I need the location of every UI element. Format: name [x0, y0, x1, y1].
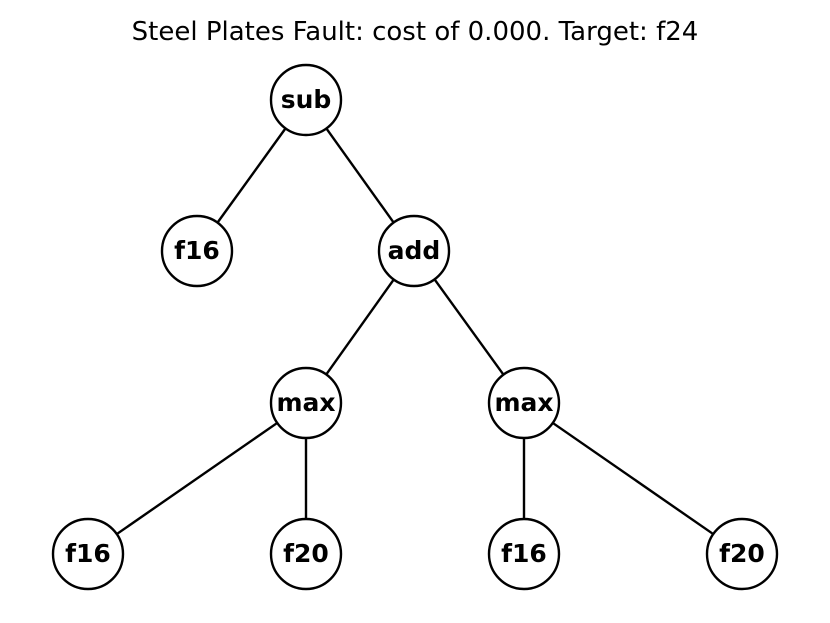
node-circle	[487, 517, 561, 591]
figure-title: Steel Plates Fault: cost of 0.000. Targe…	[131, 17, 699, 47]
tree-edge	[433, 278, 505, 376]
node-circle	[160, 214, 234, 288]
node-circle	[269, 63, 343, 137]
node-label: f16	[501, 539, 547, 568]
node-label: f16	[174, 236, 220, 265]
node-circle	[51, 517, 125, 591]
tree-edge	[325, 278, 395, 376]
node-label: max	[494, 388, 553, 417]
node-label: add	[388, 236, 441, 265]
tree-edge	[216, 127, 287, 224]
node-label: f20	[719, 539, 765, 568]
edges-group	[116, 127, 714, 536]
node-circle	[269, 517, 343, 591]
tree-edge	[116, 421, 278, 536]
tree-node[interactable]: f20	[705, 517, 779, 591]
node-label: max	[276, 388, 335, 417]
tree-node[interactable]: add	[377, 214, 451, 288]
tree-edge	[552, 421, 714, 536]
node-label: sub	[281, 85, 332, 114]
node-circle	[269, 366, 343, 440]
tree-node[interactable]: max	[269, 366, 343, 440]
tree-node[interactable]: f16	[487, 517, 561, 591]
node-circle	[705, 517, 779, 591]
tree-node[interactable]: max	[487, 366, 561, 440]
node-label: f20	[283, 539, 329, 568]
node-circle	[487, 366, 561, 440]
tree-node[interactable]: f20	[269, 517, 343, 591]
tree-node[interactable]: f16	[51, 517, 125, 591]
tree-node[interactable]: f16	[160, 214, 234, 288]
tree-node[interactable]: sub	[269, 63, 343, 137]
nodes-group: sub f16 add max max f16 f20 f16 f20	[51, 63, 779, 591]
tree-edge	[325, 127, 395, 224]
node-label: f16	[65, 539, 111, 568]
node-circle	[377, 214, 451, 288]
